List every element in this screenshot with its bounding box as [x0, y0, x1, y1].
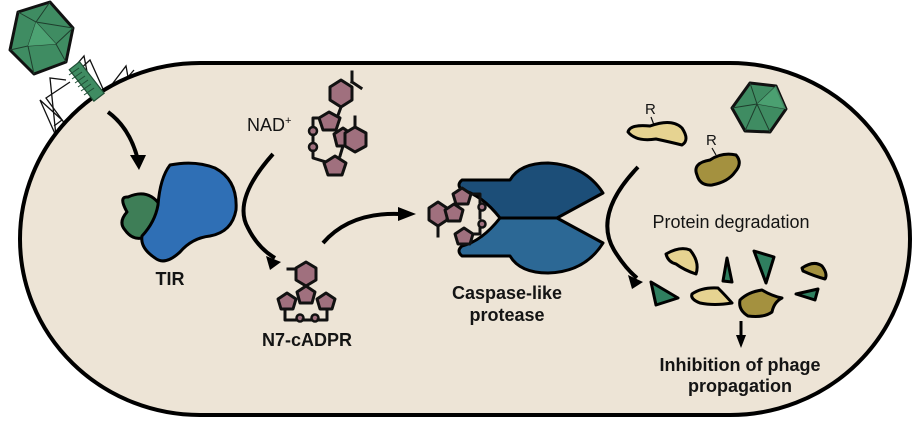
tir-protein — [120, 161, 238, 263]
phage-capsid-intracellular — [730, 81, 788, 134]
r-group-label-1: R — [645, 101, 656, 118]
arrowhead — [736, 335, 746, 348]
fragment-green-1 — [721, 256, 734, 284]
arrow-nad-to-n7cadpr — [241, 152, 277, 260]
tir-label: TIR — [156, 269, 185, 289]
fragment-green-4 — [794, 287, 820, 302]
n7-cadpr-label: N7-cADPR — [262, 330, 352, 350]
nad-label: NAD+ — [247, 115, 291, 135]
protease-label-line2: protease — [469, 305, 544, 325]
inhibition-label-line2: propagation — [688, 376, 792, 396]
nad-molecule — [307, 70, 368, 177]
fragment-green-3 — [649, 280, 680, 307]
ribose-ring-1 — [317, 110, 342, 132]
n7-cadpr-molecule — [276, 260, 337, 323]
fragment-dark-1 — [800, 261, 828, 281]
arrowhead — [628, 275, 643, 289]
fragment-light-2 — [690, 286, 734, 306]
protein-light — [626, 121, 688, 147]
arrowhead — [130, 155, 146, 170]
arrowhead — [266, 256, 281, 270]
protein-dark — [694, 152, 741, 187]
fragment-green-2 — [752, 249, 776, 285]
inhibition-label-line1: Inhibition of phage — [660, 355, 821, 375]
ribose-ring-2 — [322, 154, 348, 177]
adenine-hexagon — [343, 125, 368, 154]
caspase-like-protease — [457, 161, 605, 275]
protein-degradation-label: Protein degradation — [652, 212, 809, 232]
fragment-dark-2 — [738, 288, 784, 318]
phage-tail-rings — [68, 67, 95, 96]
arrow-infection-to-tir — [106, 110, 140, 161]
fragment-light-1 — [664, 247, 699, 276]
phage-infecting — [8, 0, 105, 103]
tir-blue-domain — [140, 161, 238, 263]
arrowhead — [398, 207, 416, 221]
arrow-proteins-to-fragments — [605, 165, 640, 280]
n7-cadpr-bound — [427, 186, 487, 246]
r-group-label-2: R — [706, 132, 717, 149]
intact-proteins: R R — [626, 101, 741, 187]
protease-label-line1: Caspase-like — [452, 283, 562, 303]
arrow-n7cadpr-to-protease — [321, 211, 401, 245]
nicotinamide-ring — [328, 78, 354, 109]
protein-fragments — [649, 247, 828, 318]
